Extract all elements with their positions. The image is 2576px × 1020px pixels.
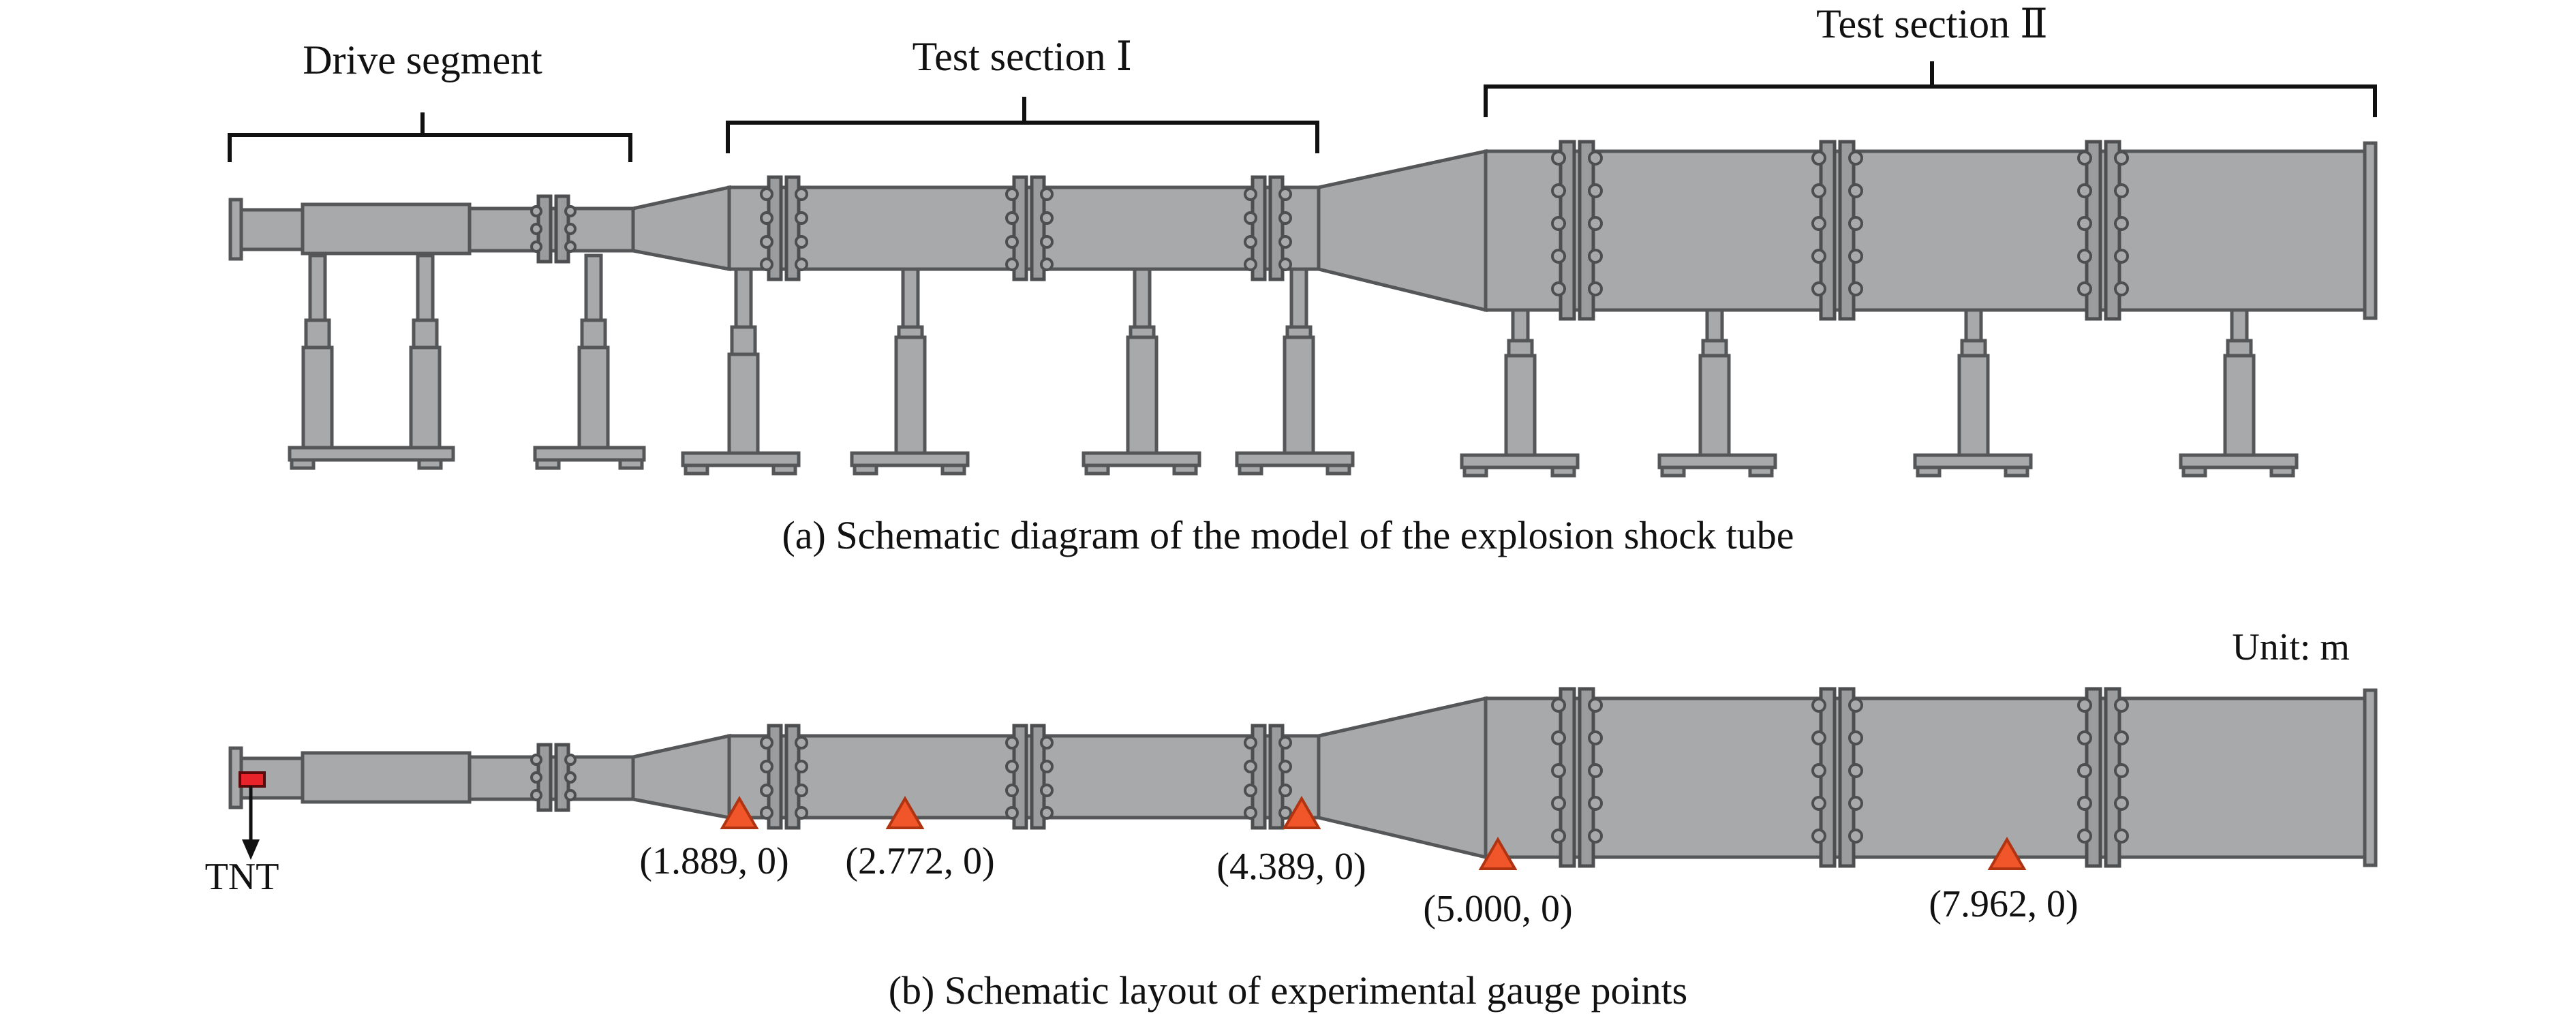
- flange-test1-c: [1244, 175, 1292, 281]
- label-test-section-2: Test section Ⅱ: [1816, 1, 2048, 46]
- flange-test2-c: [2077, 140, 2129, 321]
- label-test-section-1: Test section Ⅰ: [913, 34, 1133, 79]
- flange-test2-c-b: [2077, 687, 2129, 868]
- brace-drive-segment: [228, 112, 632, 162]
- gauge-label-1: (1.889, 0): [639, 840, 788, 882]
- gauge-marker-2: [885, 796, 925, 829]
- unit-label: Unit: m: [2232, 626, 2350, 668]
- brace-test-section-2: [1484, 61, 2377, 117]
- flange-test1-a-b: [760, 724, 808, 830]
- tnt-label: TNT: [205, 856, 279, 898]
- flange-test2-b-b: [1811, 687, 1863, 868]
- flanges-b: [530, 687, 2129, 868]
- tnt-arrow-head: [242, 839, 260, 860]
- tnt-charge: TNT: [205, 771, 279, 898]
- flange-test2-b: [1811, 140, 1863, 321]
- tnt-charge-marker: [239, 771, 266, 788]
- brace-test-section-1: [726, 97, 1319, 153]
- flange-test1-b: [1005, 175, 1054, 281]
- flange-drive: [530, 194, 577, 264]
- flange-test2-a: [1551, 140, 1603, 321]
- gauge-marker-5: [1987, 837, 2027, 870]
- panel-b-gauge-layout: Unit: m: [205, 626, 2378, 1013]
- flange-test2-a-b: [1551, 687, 1603, 868]
- gauge-label-4: (5.000, 0): [1423, 888, 1572, 930]
- flanges-a: [530, 140, 2129, 321]
- gauge-label-2: (2.772, 0): [845, 840, 994, 882]
- gauge-label-3: (4.389, 0): [1216, 846, 1366, 888]
- gauge-marker-1: [720, 796, 759, 829]
- gauge-marker-4: [1478, 837, 1518, 870]
- flange-drive-b: [530, 743, 577, 812]
- caption-b: (b) Schematic layout of experimental gau…: [889, 968, 1688, 1013]
- gauge-marker-3: [1282, 796, 1321, 829]
- flange-test1-a: [760, 175, 808, 281]
- tube-body-b: [228, 688, 2378, 867]
- panel-a-shock-tube-model: Drive segment Test section Ⅰ Test sectio…: [228, 1, 2378, 557]
- caption-a: (a) Schematic diagram of the model of th…: [782, 513, 1794, 557]
- label-drive-segment: Drive segment: [303, 37, 542, 82]
- tube-stands: [288, 253, 2299, 478]
- gauge-points: (1.889, 0) (2.772, 0) (4.389, 0) (5.000,…: [639, 796, 2079, 930]
- flange-test1-c-b: [1244, 724, 1292, 830]
- gauge-label-5: (7.962, 0): [1929, 883, 2078, 925]
- flange-test1-b-b: [1005, 724, 1054, 830]
